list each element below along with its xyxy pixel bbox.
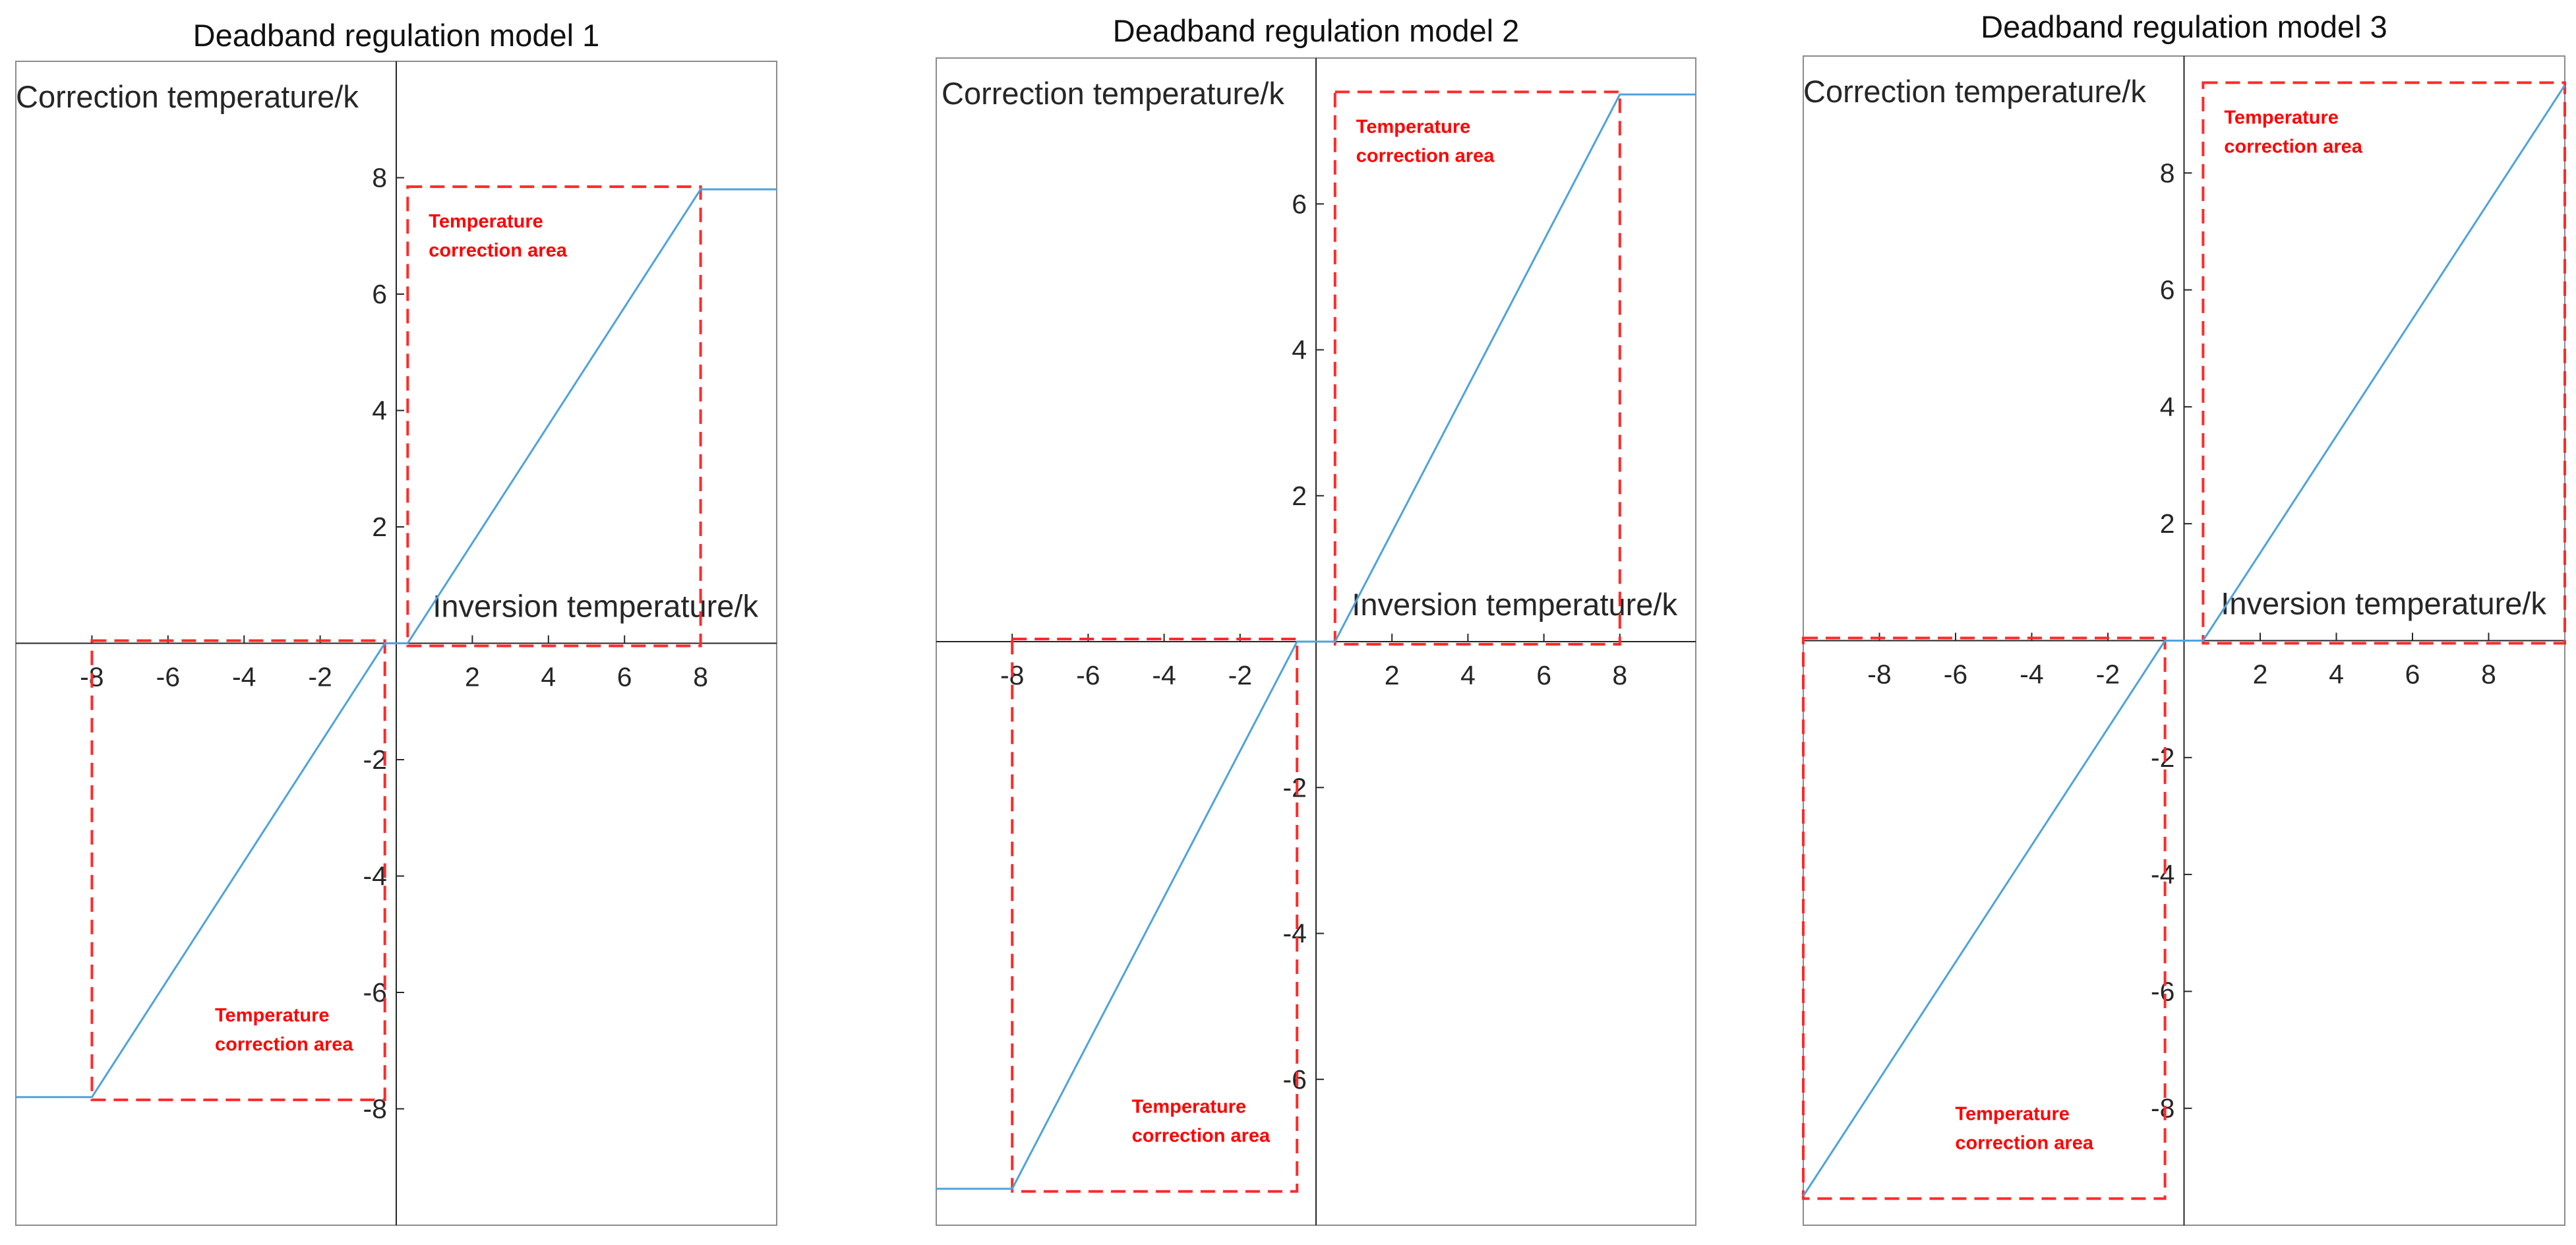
chart-panel-1: Deadband regulation model 1 -8 -6 -4 -2 2 4 6 8 -…	[15, 18, 777, 1226]
x-tick-label: 8	[1612, 660, 1627, 690]
x-tick-label: -4	[232, 662, 256, 692]
x-tick-label: -6	[1944, 659, 1967, 690]
correction-area-label: Temperature	[1955, 1104, 2070, 1125]
x-tick-label: 4	[541, 662, 556, 692]
chart-panel-3: Deadband regulation model 3 -8 -6 -4 -2 2 4 6 8 -…	[1802, 9, 2566, 1226]
correction-area-label: correction area	[1132, 1126, 1271, 1147]
x-tick-label: 8	[2481, 659, 2496, 690]
y-tick-label: 6	[2160, 275, 2175, 305]
correction-area-label: correction area	[429, 240, 567, 261]
x-tick-label: 4	[1460, 660, 1476, 690]
correction-area-box	[1333, 90, 1621, 646]
correction-area-box	[90, 639, 386, 1101]
x-tick-label: -6	[156, 662, 180, 692]
y-tick-label: -4	[363, 861, 387, 892]
y-axis-label: Correction temperature/k	[942, 76, 1284, 111]
y-tick-label: -6	[363, 977, 387, 1008]
y-tick-label: -2	[1283, 772, 1307, 803]
x-tick-label: -2	[2096, 659, 2120, 690]
correction-area-box	[1011, 638, 1299, 1193]
series-line	[16, 188, 777, 1099]
x-tick-label: -2	[308, 662, 332, 692]
y-tick-label: 8	[2160, 158, 2175, 188]
chart-title: Deadband regulation model 1	[193, 18, 600, 53]
y-tick-label: -8	[2151, 1093, 2174, 1124]
chart-title: Deadband regulation model 2	[1113, 13, 1520, 48]
correction-area-label: Temperature	[1132, 1097, 1247, 1118]
y-tick-label: -8	[363, 1094, 387, 1124]
x-tick-label: -4	[2020, 659, 2043, 690]
chart-title: Deadband regulation model 3	[1981, 9, 2387, 44]
correction-area-label: correction area	[2224, 136, 2362, 157]
correction-area-label: Temperature	[2224, 107, 2339, 128]
series-line	[936, 93, 1696, 1190]
y-tick-label: -6	[1283, 1064, 1307, 1095]
x-tick-label: 4	[2329, 659, 2344, 690]
y-tick-label: 4	[372, 396, 387, 426]
y-tick-label: 6	[372, 279, 387, 309]
y-axis-label: Correction temperature/k	[1803, 74, 2146, 109]
x-axis-label: Inversion temperature/k	[433, 589, 758, 624]
y-tick-label: 8	[372, 163, 387, 193]
correction-area-label: Temperature	[1356, 116, 1471, 137]
y-tick-label: -6	[2151, 976, 2174, 1006]
x-axis-label: Inversion temperature/k	[2221, 586, 2546, 621]
x-tick-label: -6	[1076, 660, 1100, 690]
x-tick-label: 2	[465, 662, 480, 692]
correction-area-label: correction area	[215, 1034, 353, 1055]
correction-area-label: correction area	[1955, 1133, 2093, 1154]
correction-area-label: correction area	[1356, 145, 1495, 166]
x-tick-label: 2	[1385, 660, 1400, 690]
correction-area-box	[406, 185, 702, 648]
y-tick-label: 4	[2160, 392, 2175, 422]
correction-area-label: Temperature	[429, 211, 543, 232]
y-tick-label: 4	[1292, 335, 1307, 365]
y-tick-label: 2	[372, 512, 387, 542]
x-tick-label: -4	[1152, 660, 1176, 690]
series-line	[1802, 84, 2566, 1197]
x-tick-label: -2	[1228, 660, 1252, 690]
x-tick-label: -8	[1867, 659, 1891, 690]
y-tick-label: -4	[2151, 859, 2174, 890]
x-tick-label: 6	[2405, 659, 2420, 690]
y-tick-label: 6	[1292, 189, 1307, 219]
y-tick-label: -2	[363, 744, 387, 775]
y-tick-label: -2	[2151, 743, 2174, 773]
correction-area-box	[1802, 636, 2167, 1200]
y-tick-label: 2	[2160, 508, 2175, 539]
x-tick-label: 6	[1536, 660, 1551, 690]
x-tick-label: 8	[693, 662, 708, 692]
correction-area-box	[2202, 81, 2566, 645]
correction-area-label: Temperature	[215, 1005, 330, 1026]
x-axis-label: Inversion temperature/k	[1352, 587, 1677, 622]
y-tick-label: 2	[1292, 481, 1307, 511]
y-tick-label: -4	[1283, 919, 1307, 949]
x-tick-label: 6	[617, 662, 632, 692]
x-tick-label: 2	[2253, 659, 2268, 690]
y-axis-label: Correction temperature/k	[16, 79, 359, 114]
